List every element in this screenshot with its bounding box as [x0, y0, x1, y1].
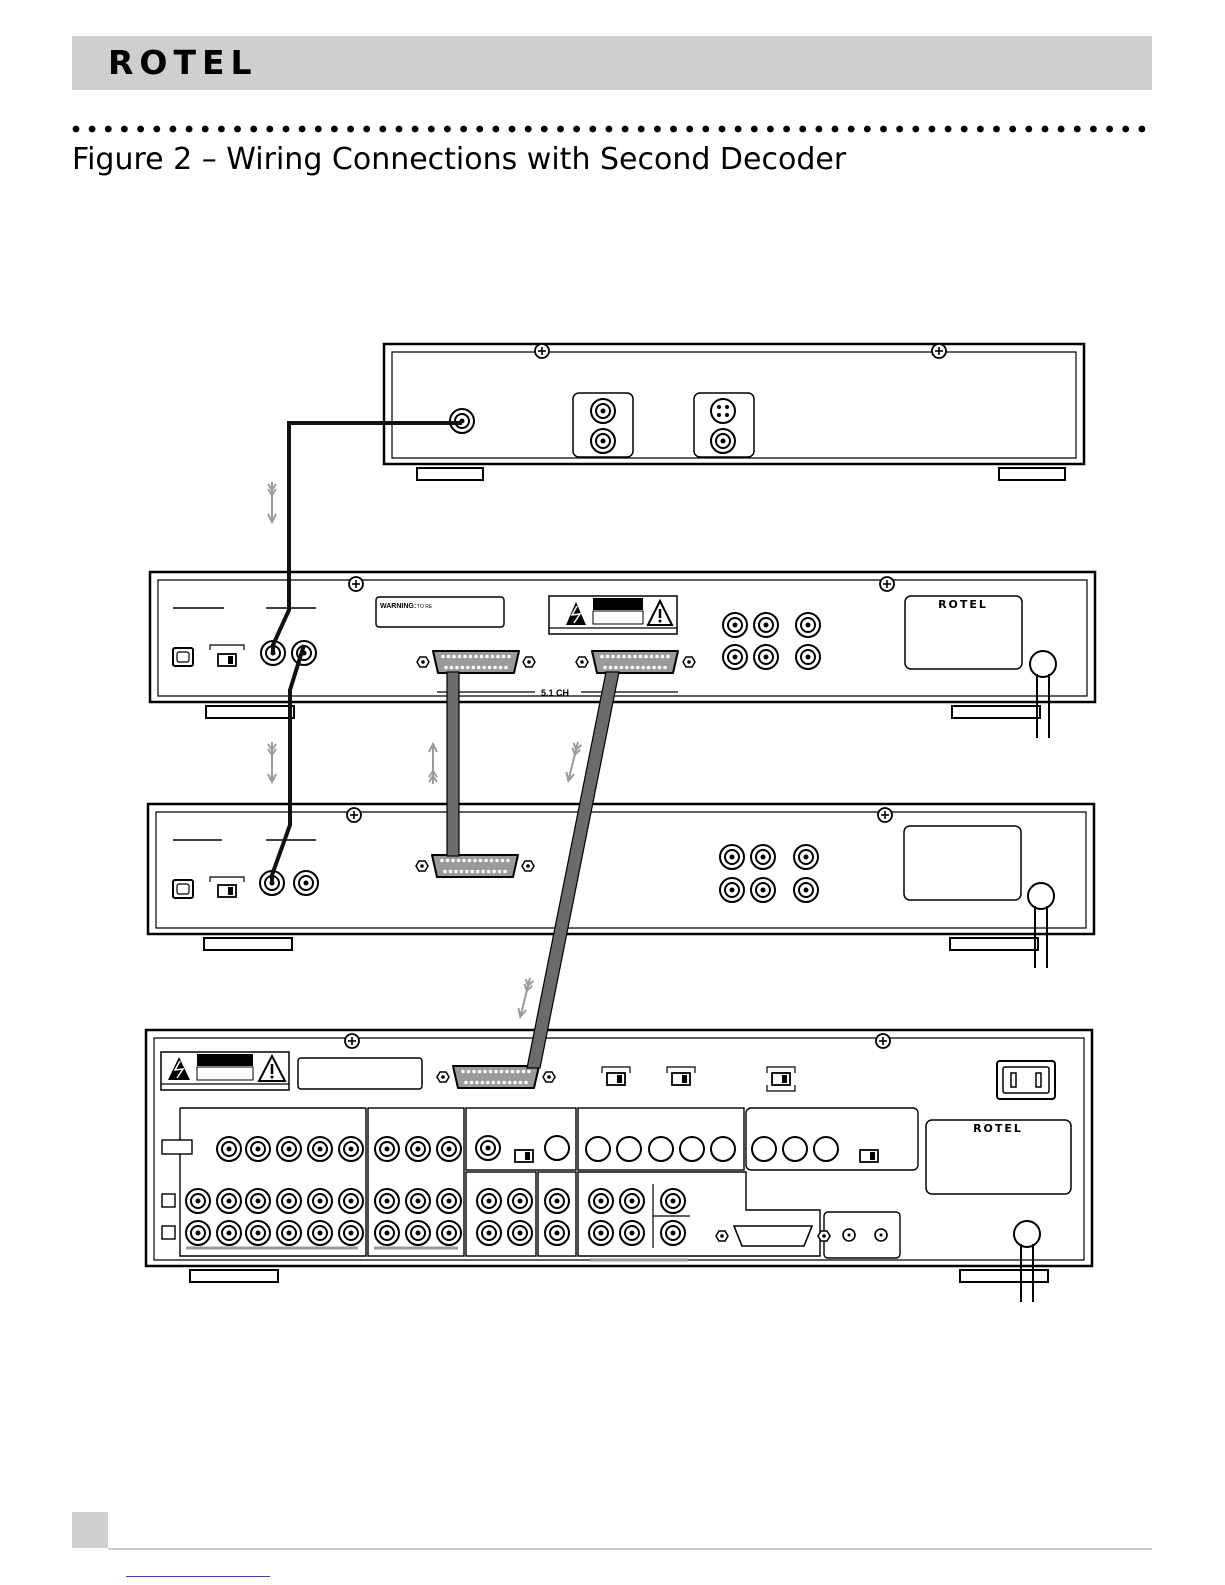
dsub-decoder2-in: [432, 855, 518, 877]
warning-label: WARNING:: [380, 603, 416, 610]
bus-label: 5.1 CH: [541, 688, 569, 698]
page-number-box: [72, 1512, 108, 1548]
signal-arrow-1: [268, 482, 276, 522]
signal-arrow-5: [516, 977, 533, 1018]
footer-rule: [108, 1548, 1152, 1550]
footer-link-underline[interactable]: [126, 1576, 270, 1577]
multichannel-cable-1: [447, 672, 459, 856]
receiver-unit: ROTEL: [146, 1030, 1092, 1302]
warning-label-small: TO RE: [417, 604, 433, 610]
dsub-receiver-in: [453, 1066, 539, 1088]
brand-plate: ROTEL: [938, 598, 988, 611]
dsub-decoder1-in: [433, 651, 519, 673]
signal-arrow-4: [564, 741, 581, 782]
signal-arrow-2: [268, 742, 276, 782]
signal-arrow-3: [429, 744, 437, 784]
source-unit: [384, 344, 1084, 480]
receiver-brand-plate: ROTEL: [973, 1122, 1023, 1135]
dsub-decoder1-out: [592, 651, 678, 673]
